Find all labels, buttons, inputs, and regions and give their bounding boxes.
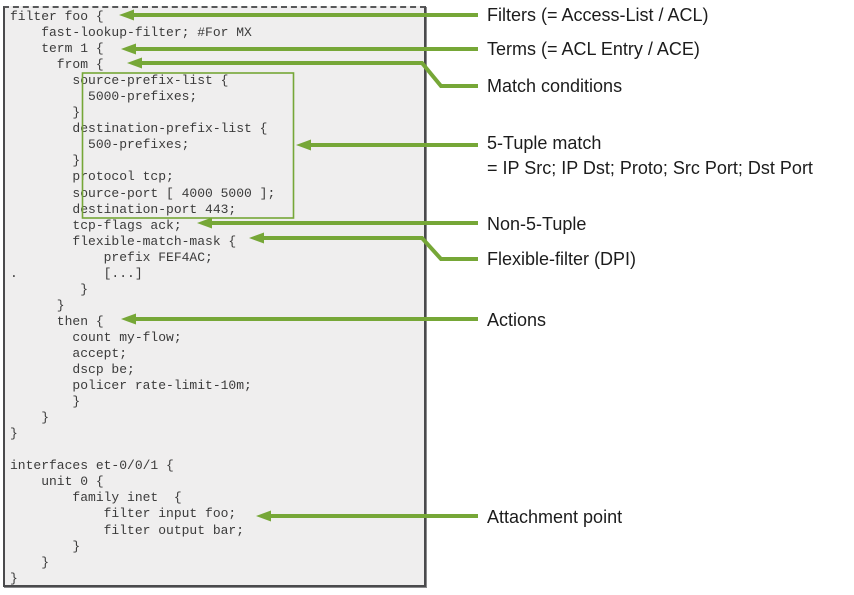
label-five-tuple-line2: = IP Src; IP Dst; Proto; Src Port; Dst P… xyxy=(487,158,813,178)
code-block: filter foo { fast-lookup-filter; #For MX… xyxy=(10,9,276,586)
label-five-tuple: 5-Tuple match = IP Src; IP Dst; Proto; S… xyxy=(487,131,813,181)
label-match-conditions: Match conditions xyxy=(487,76,623,96)
label-five-tuple-line1: 5-Tuple match xyxy=(487,133,602,153)
label-attachment-point: Attachment point xyxy=(487,507,623,527)
label-actions: Actions xyxy=(487,310,547,330)
code-panel: filter foo { fast-lookup-filter; #For MX… xyxy=(3,6,426,587)
label-flexible-filter: Flexible-filter (DPI) xyxy=(487,249,637,269)
label-non-5-tuple: Non-5-Tuple xyxy=(487,214,587,234)
label-terms: Terms (= ACL Entry / ACE) xyxy=(487,39,700,59)
label-filters: Filters (= Access-List / ACL) xyxy=(487,5,709,25)
